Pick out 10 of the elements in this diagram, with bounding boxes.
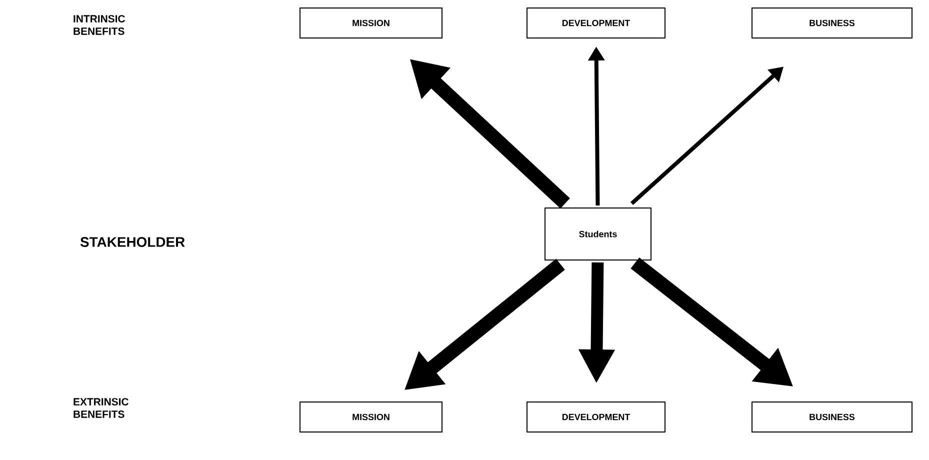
text-box: MISSION <box>300 402 442 432</box>
side-label: STAKEHOLDER <box>80 237 185 247</box>
text-box: Students <box>544 208 652 260</box>
text-box: DEVELOPMENT <box>526 402 666 432</box>
text-box: BUSINESS <box>752 402 912 432</box>
text-box: MISSION <box>300 8 442 38</box>
side-label: EXTRINSIC BENEFITS <box>74 398 128 418</box>
text-box: BUSINESS <box>752 8 912 38</box>
text-box: DEVELOPMENT <box>526 8 666 38</box>
side-label: INTRINSIC BENEFITS <box>74 15 126 35</box>
